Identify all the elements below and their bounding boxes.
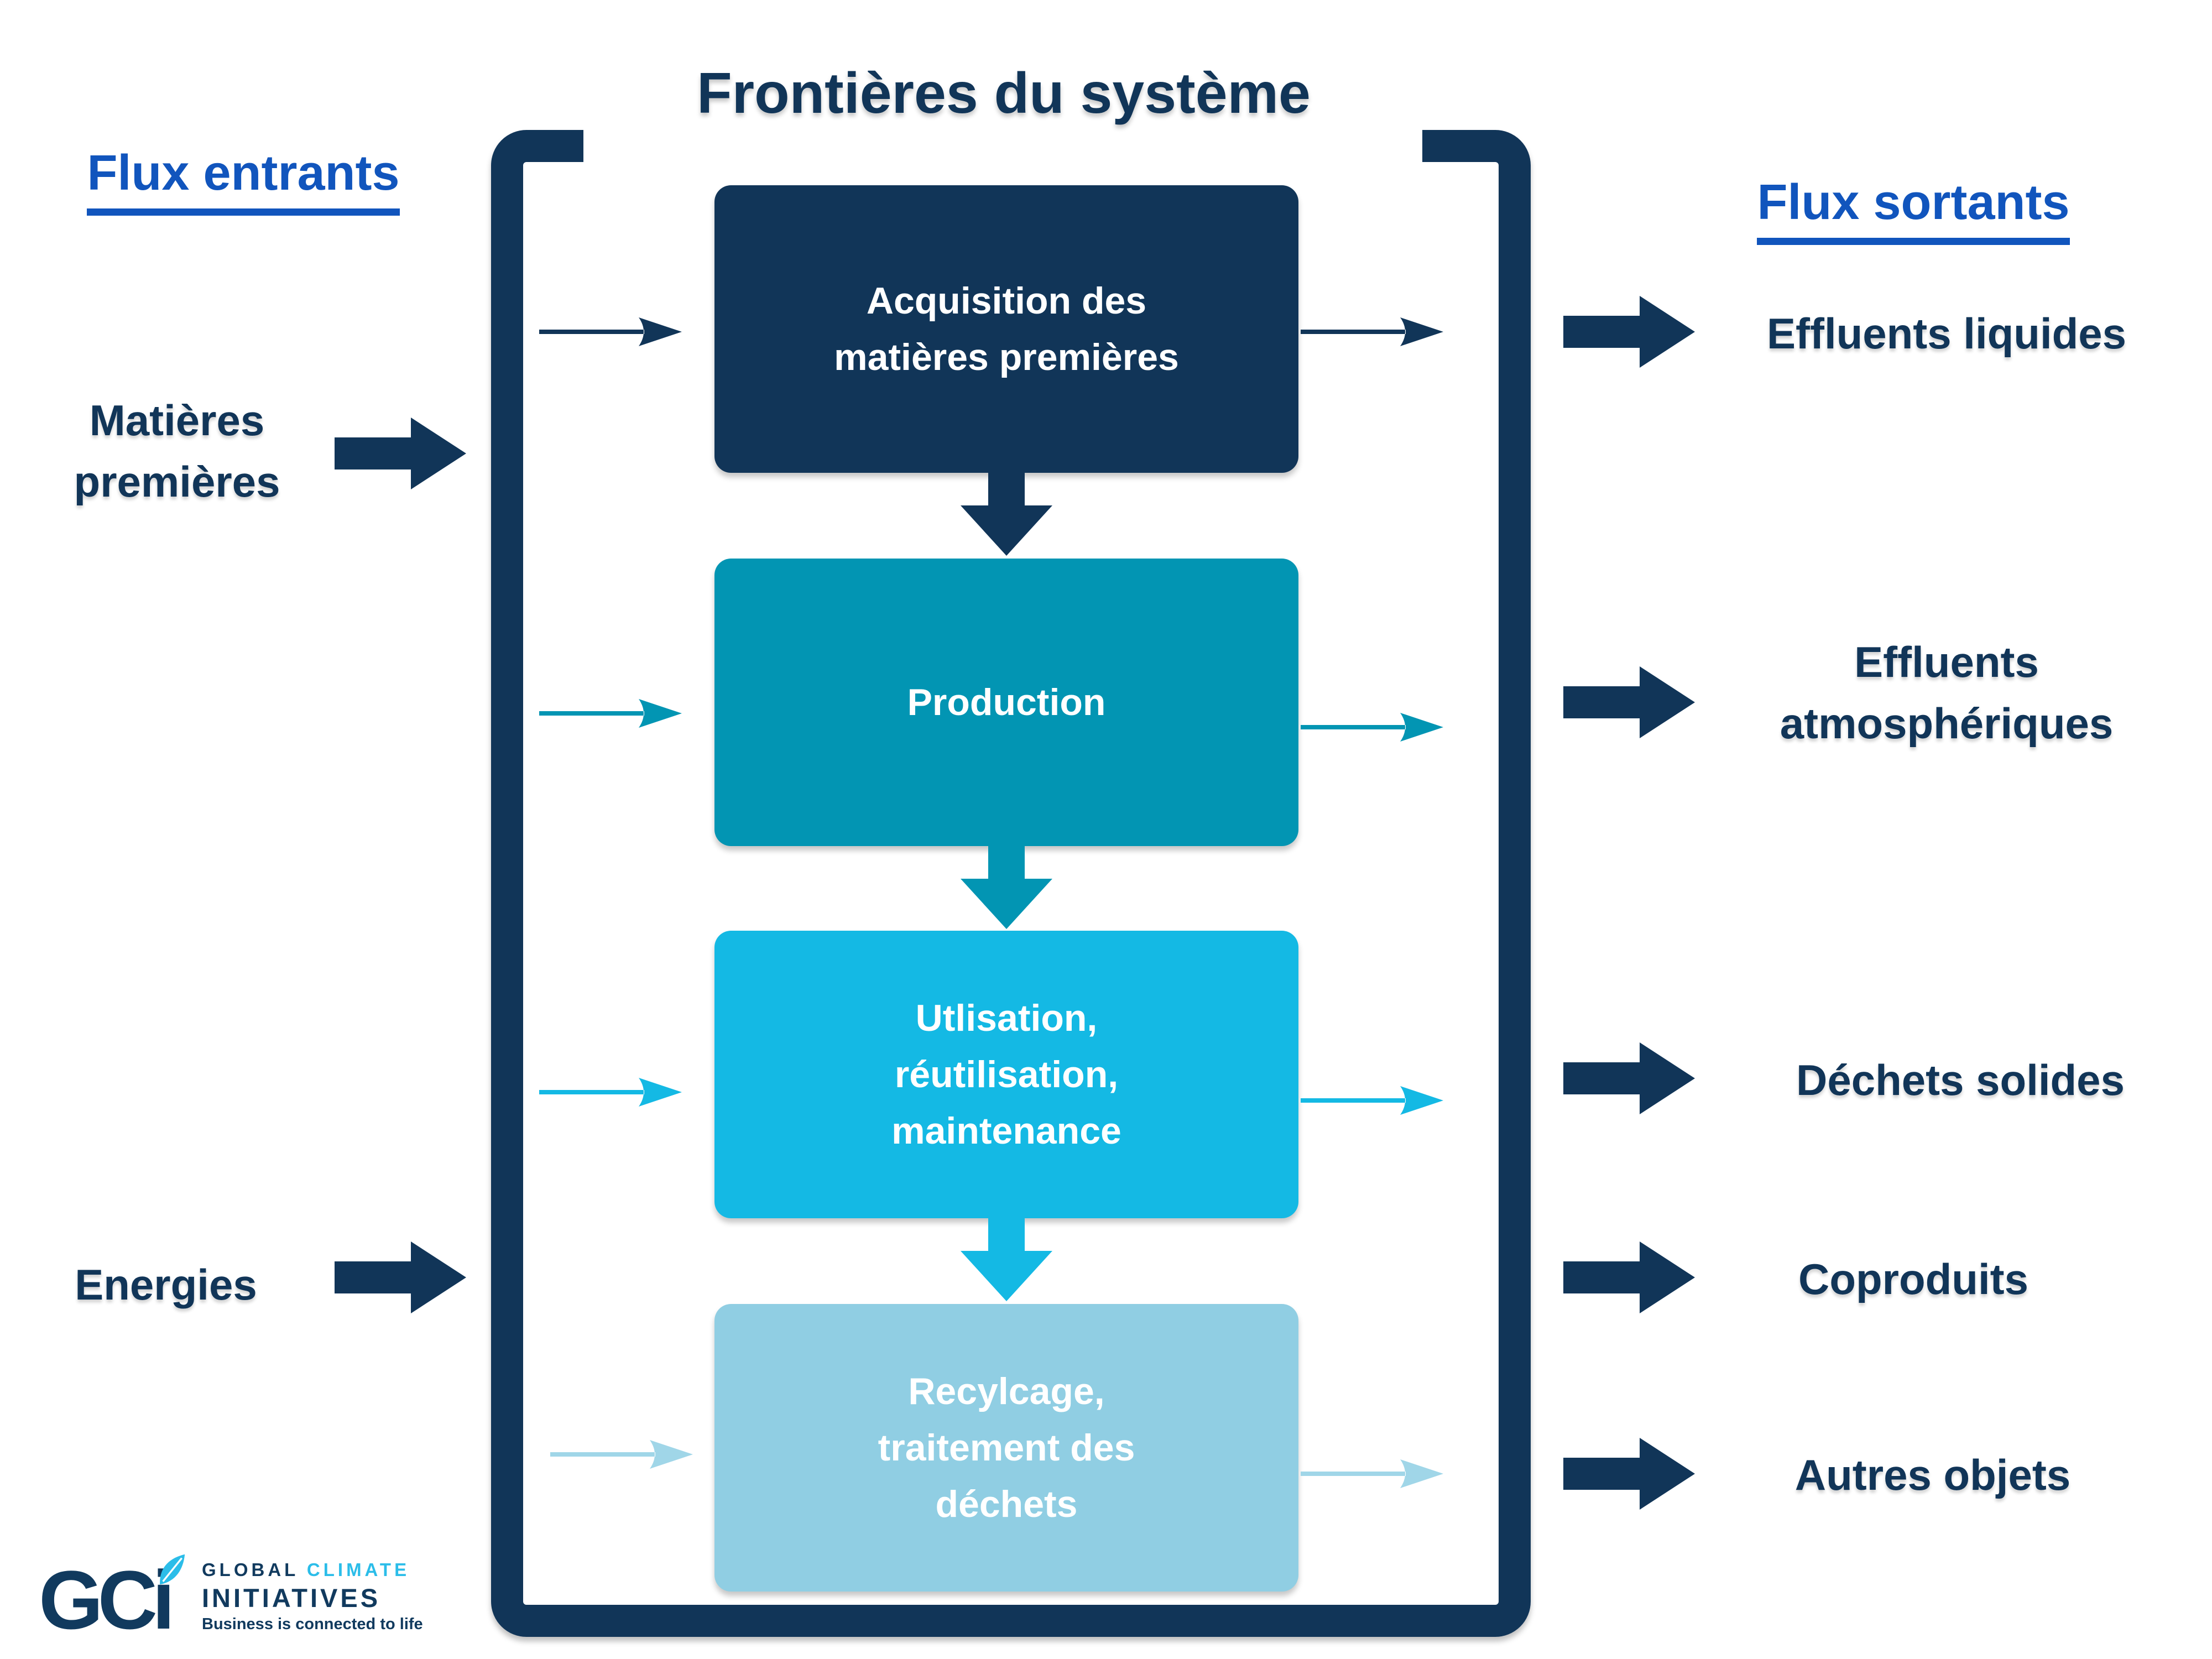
gci-monogram: GCi xyxy=(39,1553,175,1646)
outflows-heading: Flux sortants xyxy=(1687,174,2140,245)
flow-arrow-icon xyxy=(539,317,682,346)
flow-arrow-icon xyxy=(1301,1086,1443,1115)
logo-global-climate: GLOBAL CLIMATE xyxy=(202,1559,423,1580)
gci-logo: GCi GLOBAL CLIMATE INITIATIVES Business … xyxy=(39,1554,536,1653)
input-label-energies: Energies xyxy=(75,1260,257,1309)
down-arrow-icon xyxy=(961,471,1052,556)
block-arrow-right-icon xyxy=(335,1241,466,1313)
flow-arrow-icon xyxy=(550,1440,693,1469)
output-label-autres-objets: Autres objets xyxy=(1794,1451,2071,1499)
output-label-effluents-atmospheriques: Effluents atmosphériques xyxy=(1780,638,2114,748)
flow-arrow-icon xyxy=(1301,317,1443,346)
logo-word-global: GLOBAL xyxy=(202,1559,299,1580)
block-arrow-right-icon xyxy=(1563,1241,1695,1313)
output-label-dechets-solides: Déchets solides xyxy=(1796,1056,2125,1104)
inflows-heading: Flux entrants xyxy=(22,145,465,216)
process-box-acquisition: Acquisition des matières premières xyxy=(714,185,1298,473)
diagram-title: Frontières du système xyxy=(697,61,1311,126)
leaf-icon xyxy=(160,1554,185,1585)
output-label-coproduits: Coproduits xyxy=(1798,1255,2028,1303)
down-arrow-icon xyxy=(961,844,1052,929)
logo-word-climate: CLIMATE xyxy=(306,1559,410,1580)
logo-word-initiatives: INITIATIVES xyxy=(202,1583,381,1613)
block-arrow-right-icon xyxy=(1563,1438,1695,1510)
process-box-production: Production xyxy=(714,559,1298,846)
input-label-matieres-premieres: Matières premières xyxy=(74,396,280,506)
process-box-utilisation: Utlisation, réutilisation, maintenance xyxy=(714,931,1298,1218)
process-box-recyclage: Recylcage, traitement des déchets xyxy=(714,1304,1298,1592)
block-arrow-right-icon xyxy=(335,418,466,489)
block-arrow-right-icon xyxy=(1563,296,1695,368)
flow-arrow-icon xyxy=(539,699,682,728)
logo-wordmark: GLOBAL CLIMATE INITIATIVES Business is c… xyxy=(202,1559,423,1634)
block-arrow-right-icon xyxy=(1563,666,1695,738)
frame-top-gap xyxy=(583,111,1422,182)
flow-arrow-icon xyxy=(1301,1459,1443,1488)
flow-arrow-icon xyxy=(539,1078,682,1107)
down-arrow-icon xyxy=(961,1217,1052,1301)
logo-tagline: Business is connected to life xyxy=(202,1615,423,1633)
output-label-effluents-liquides: Effluents liquides xyxy=(1766,309,2127,358)
block-arrow-right-icon xyxy=(1563,1042,1695,1114)
flow-arrow-icon xyxy=(1301,713,1443,742)
